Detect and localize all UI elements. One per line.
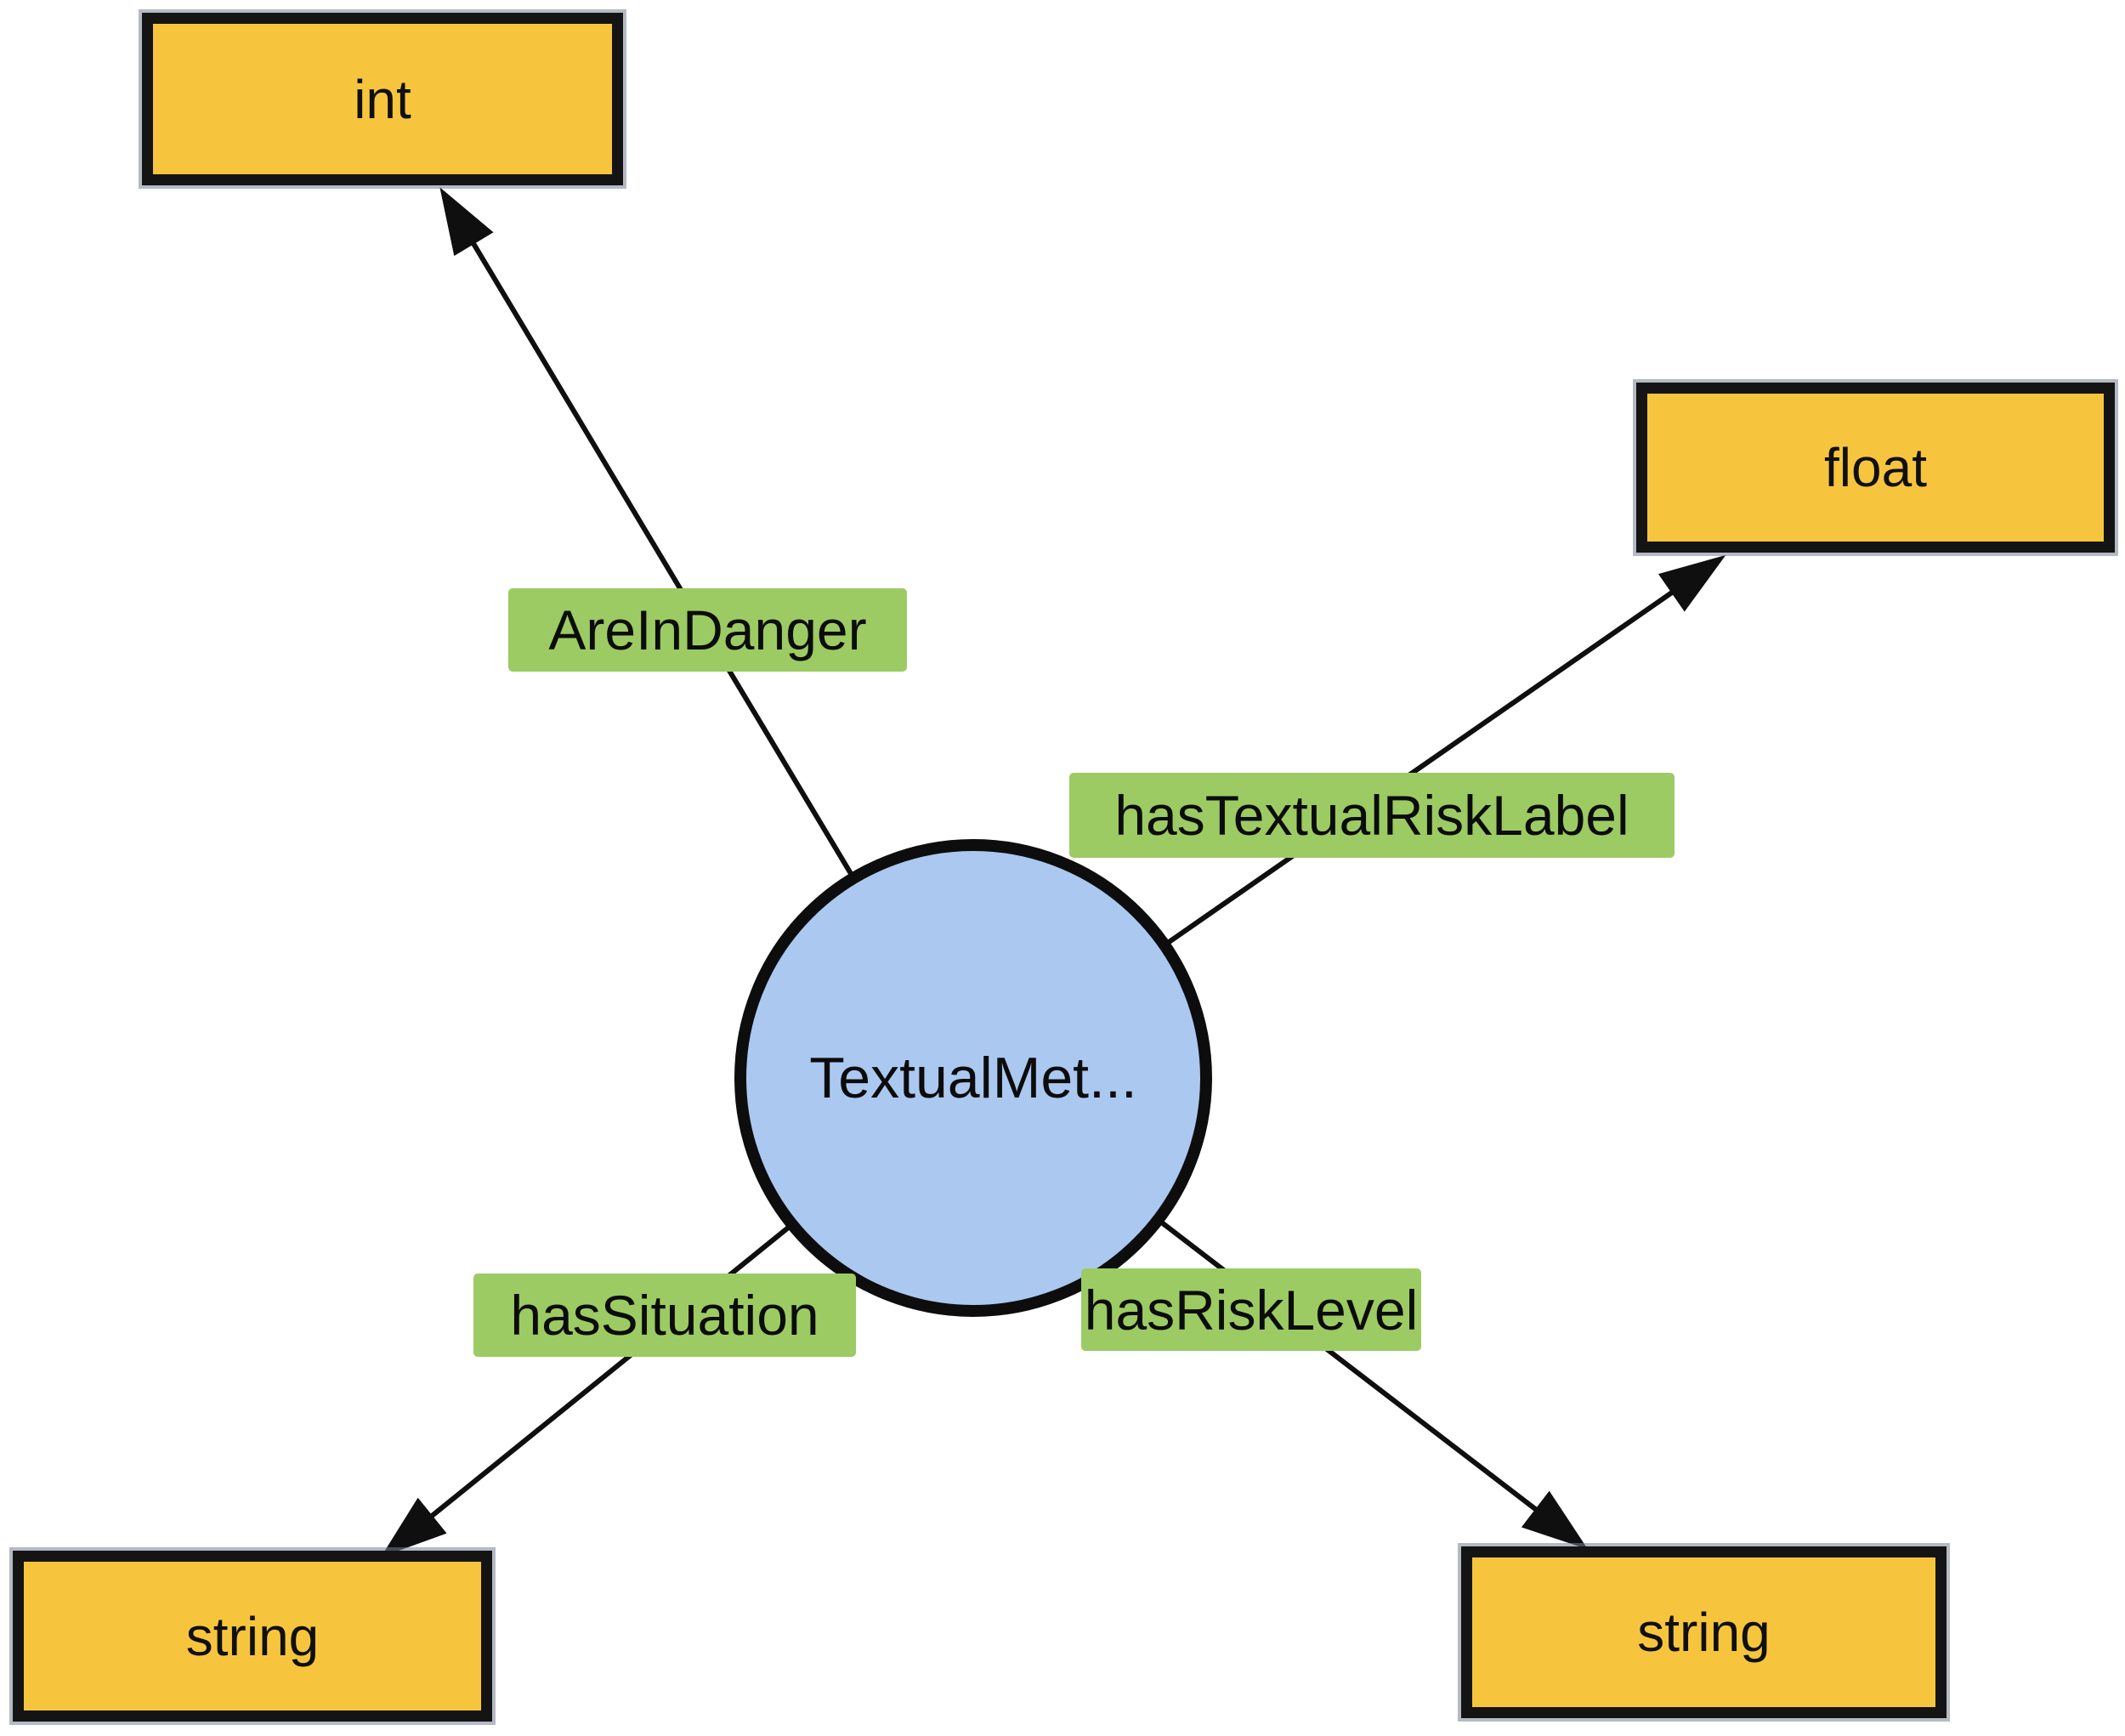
edge-label-hassituation[interactable]: hasSituation [473,1274,856,1357]
datatype-node-string-right[interactable]: string [1461,1546,1946,1718]
datatype-node-float-label: float [1824,437,1927,498]
class-node-circle[interactable] [734,839,1212,1317]
datatype-node-int-label: int [354,68,411,130]
datatype-node-float[interactable]: float [1636,383,2115,553]
edge-label-hasrisklevel[interactable]: hasRiskLevel [1081,1268,1421,1351]
edge-label-hastextualrisklabel[interactable]: hasTextualRiskLabel [1069,773,1674,858]
edge-label-hasrisklevel-text: hasRiskLevel [1084,1278,1419,1342]
edge-label-hassituation-text: hasSituation [510,1284,819,1347]
datatype-node-int[interactable]: int [142,13,623,185]
edge-label-areindanger-text: AreInDanger [548,599,867,661]
datatype-node-string-right-label: string [1637,1602,1771,1663]
datatype-node-string-left-label: string [185,1605,320,1667]
edge-label-areindanger[interactable]: AreInDanger [508,588,907,672]
edge-label-hastextualrisklabel-text: hasTextualRiskLabel [1114,784,1629,847]
datatype-node-string-left[interactable]: string [13,1551,492,1722]
